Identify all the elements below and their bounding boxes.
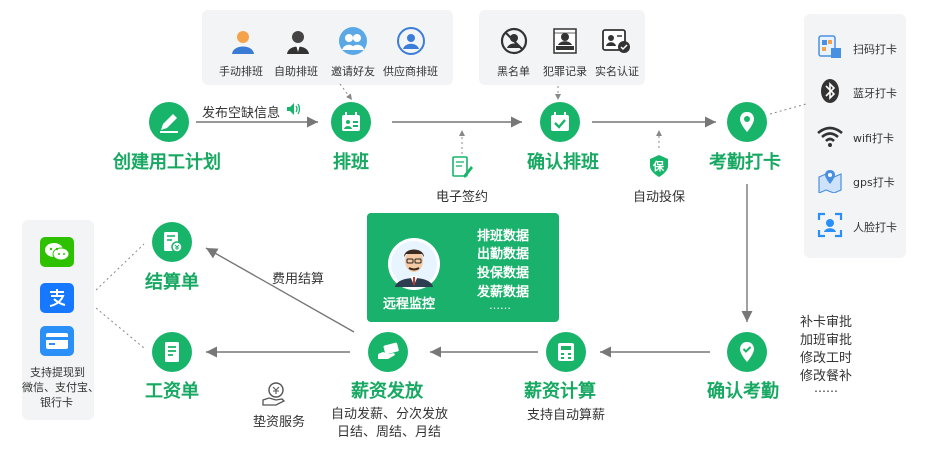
check-label: 犯罪记录 — [543, 65, 587, 78]
monitor-data-line: …… — [489, 299, 511, 312]
insurance-badge-text: 保 — [653, 160, 664, 173]
confirm-attendance-label: 确认考勤 — [707, 381, 779, 402]
clock-method-label: 人脸打卡 — [853, 221, 897, 234]
publish-vacancy-label: 发布空缺信息 — [202, 106, 281, 121]
insurance-shield-icon: 保 — [648, 154, 670, 178]
check-label: 实名认证 — [595, 65, 639, 78]
calculator-icon — [558, 343, 574, 361]
check-label: 黑名单 — [497, 65, 530, 78]
clock-method-label: 蓝牙打卡 — [853, 87, 897, 100]
staff-avatar-icon — [279, 24, 317, 58]
advance-money-icon — [262, 382, 286, 406]
payslip-label: 工资单 — [145, 381, 199, 402]
supervisor-avatar-icon — [388, 238, 440, 290]
pencil-icon — [160, 114, 178, 133]
location-pin-icon — [740, 112, 754, 132]
remote-monitor-card: 远程监控 排班数据 出勤数据 投保数据 发薪数据 …… — [367, 213, 559, 322]
salary-calc-label: 薪资计算 — [524, 381, 596, 402]
monitor-data-line: 排班数据 — [477, 229, 530, 244]
attendance-extra: 加班审批 — [800, 333, 853, 348]
payout-detail-1: 自动发薪、分次发放 — [331, 407, 449, 422]
id-verify-icon — [597, 24, 635, 58]
e-sign-label: 电子签约 — [436, 190, 489, 205]
confirm-schedule-label: 确认排班 — [527, 152, 599, 173]
auto-calc-label: 支持自动算薪 — [527, 408, 606, 423]
attendance-extra: 补卡审批 — [800, 315, 853, 330]
fee-settlement-label: 费用结算 — [272, 272, 325, 287]
gps-map-icon — [815, 165, 845, 195]
alipay-icon — [40, 283, 74, 313]
schedule-mode-label: 供应商排班 — [383, 65, 438, 78]
payout-caption: 银行卡 — [40, 396, 73, 409]
manager-avatar-icon — [224, 24, 262, 58]
advance-service-label: 垫资服务 — [253, 415, 306, 430]
settlement-label: 结算单 — [145, 272, 199, 293]
clock-method: 人脸打卡 — [815, 210, 905, 244]
speaker-icon — [287, 103, 301, 115]
schedule-mode-label: 邀请好友 — [331, 65, 375, 78]
schedule-node — [331, 102, 371, 142]
payslip-node — [152, 332, 192, 372]
salary-calc-node — [546, 332, 586, 372]
schedule-calendar-icon — [342, 112, 360, 131]
clock-method: 扫码打卡 — [815, 32, 905, 66]
schedule-label: 排班 — [333, 152, 369, 173]
clock-method-label: gps打卡 — [853, 176, 895, 189]
payout-caption: 微信、支付宝、 — [22, 381, 99, 394]
bill-yuan-icon — [164, 232, 183, 253]
e-sign-icon — [452, 156, 473, 178]
bank-card-icon — [40, 326, 74, 356]
payout-detail-2: 日结、周结、月结 — [337, 425, 442, 440]
auto-insure-label: 自动投保 — [633, 190, 686, 205]
monitor-data-line: 投保数据 — [477, 266, 530, 281]
hand-card-icon — [378, 342, 399, 359]
clock-method-label: 扫码打卡 — [853, 43, 897, 56]
pin-check-icon — [740, 342, 754, 362]
friends-icon — [334, 24, 372, 58]
wifi-icon — [815, 121, 845, 151]
salary-payout-node — [368, 332, 408, 372]
confirm-attendance-node — [727, 332, 767, 372]
monitor-data-line: 发薪数据 — [477, 285, 530, 300]
attendance-node — [727, 102, 767, 142]
monitor-title: 远程监控 — [383, 297, 436, 312]
qr-scan-icon — [815, 32, 845, 62]
clock-method: 蓝牙打卡 — [815, 76, 905, 110]
clock-method-label: wifi打卡 — [853, 132, 894, 145]
create-plan-label: 创建用工计划 — [113, 152, 221, 173]
calendar-check-icon — [551, 112, 569, 131]
clock-method: gps打卡 — [815, 165, 905, 199]
face-scan-icon — [815, 210, 845, 240]
schedule-mode-label: 手动排班 — [219, 65, 263, 78]
attendance-extra: …… — [814, 381, 838, 395]
wechat-icon — [40, 237, 74, 267]
blacklist-icon — [495, 24, 533, 58]
payout-caption: 支持提现到 — [30, 366, 85, 379]
clock-method: wifi打卡 — [815, 121, 905, 155]
supplier-icon — [392, 24, 430, 58]
attendance-label: 考勤打卡 — [709, 152, 781, 173]
attendance-extra: 修改工时 — [800, 351, 853, 366]
confirm-schedule-node — [540, 102, 580, 142]
schedule-mode-label: 自助排班 — [274, 65, 318, 78]
document-lines-icon — [165, 342, 179, 362]
settlement-node — [152, 222, 192, 262]
monitor-data-line: 出勤数据 — [477, 247, 530, 262]
create-plan-node — [149, 102, 189, 142]
attendance-extra: 修改餐补 — [800, 369, 853, 384]
salary-payout-label: 薪资发放 — [351, 381, 423, 402]
bluetooth-icon — [815, 76, 845, 106]
criminal-record-icon — [546, 24, 584, 58]
